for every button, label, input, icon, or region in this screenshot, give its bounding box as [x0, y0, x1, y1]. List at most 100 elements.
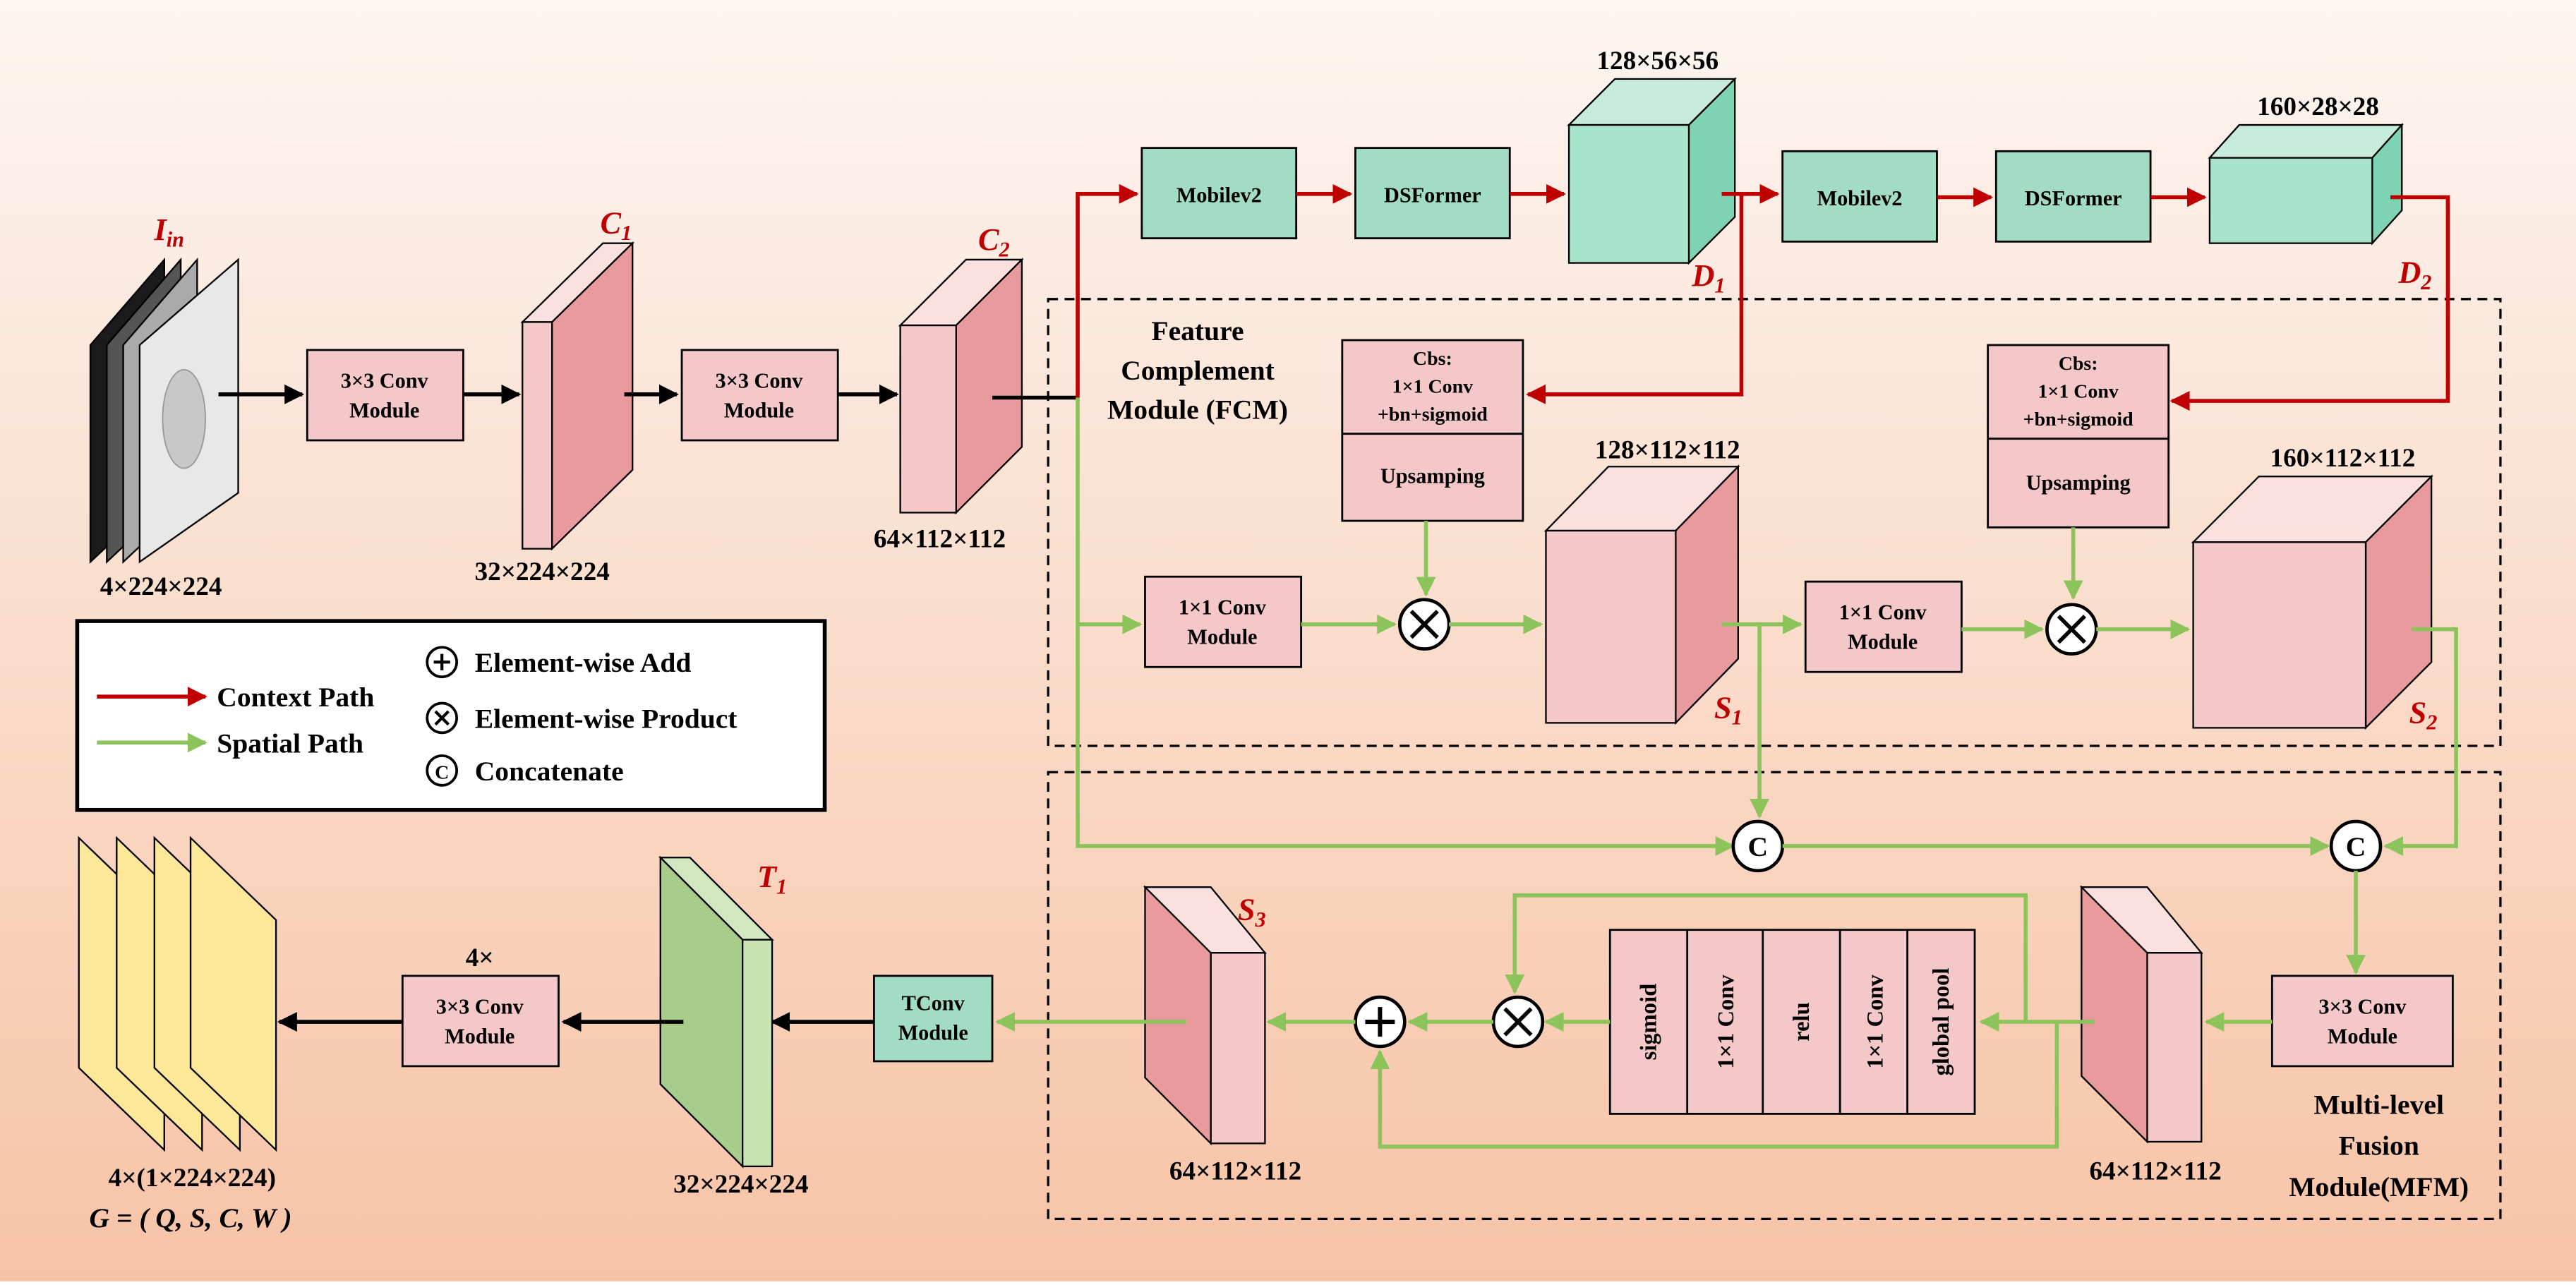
dim-t1: 32×224×224: [673, 1170, 808, 1199]
svg-text:Module(MFM): Module(MFM): [2289, 1171, 2469, 1202]
svg-text:1×1 Conv: 1×1 Conv: [2038, 380, 2118, 402]
svg-text:Module: Module: [349, 398, 419, 422]
conv1x1-module-1: 1×1 Conv Module: [1144, 575, 1303, 668]
legend: Context Path Spatial Path Element-wise A…: [75, 619, 827, 812]
svg-text:+bn+sigmoid: +bn+sigmoid: [1378, 404, 1488, 426]
cbs-block-2: Cbs: 1×1 Conv +bn+sigmoid Upsamping: [1987, 344, 2170, 529]
spatial-arrow-s2-to-concat2: [2383, 627, 2458, 856]
svg-text:Fusion: Fusion: [2338, 1130, 2419, 1162]
spatial-arrow-c2-to-concat1: [1076, 397, 1735, 856]
legend-concat-icon: [426, 754, 458, 787]
product-node-3: [1491, 995, 1545, 1049]
cbs-block-1: Cbs: 1×1 Conv +bn+sigmoid Upsamping: [1341, 339, 1524, 522]
feature-map-t1: [658, 855, 774, 1169]
svg-text:3×3 Conv: 3×3 Conv: [341, 369, 429, 393]
svg-text:Module: Module: [724, 398, 794, 422]
concat-node-1: C: [1731, 819, 1784, 873]
context-arrow-d1-to-cbs1: [1526, 193, 1744, 404]
label-iin: Iin: [154, 212, 184, 251]
svg-text:Cbs:: Cbs:: [1413, 348, 1452, 370]
svg-text:global pool: global pool: [1929, 968, 1954, 1076]
svg-text:+bn+sigmoid: +bn+sigmoid: [2023, 409, 2133, 430]
conv1x1-module-2: 1×1 Conv Module: [1804, 580, 1963, 673]
label-s3: S3: [1238, 893, 1266, 931]
svg-text:C: C: [2346, 831, 2366, 862]
dsformer-block-1: DSFormer: [1354, 147, 1511, 240]
svg-text:Feature: Feature: [1151, 315, 1244, 346]
svg-text:1×1 Conv: 1×1 Conv: [1839, 601, 1927, 625]
input-image-stack: [89, 257, 239, 564]
svg-text:Upsamping: Upsamping: [2026, 471, 2131, 495]
dim-output: 4×(1×224×224): [109, 1164, 276, 1193]
svg-text:1×1 Conv: 1×1 Conv: [1179, 596, 1267, 620]
dsformer-block-2: DSFormer: [1994, 150, 2152, 243]
mfm-conv-module: 3×3 Conv Module: [2270, 975, 2454, 1068]
dim-input: 4×224×224: [100, 572, 222, 601]
fcm-boundary: [1047, 298, 2502, 747]
svg-text:Module: Module: [445, 1024, 514, 1048]
legend-add-label: Element-wise Add: [475, 647, 692, 678]
label-c1: C1: [601, 206, 632, 245]
spatial-arrow-map-to-mul3: [1505, 893, 2028, 1022]
svg-text:Module (FCM): Module (FCM): [1107, 394, 1288, 426]
conv-module-1: 3×3 Conv Module: [306, 349, 464, 442]
svg-text:C: C: [435, 762, 449, 784]
label-s2: S2: [2409, 695, 2438, 734]
label-d1: D1: [1691, 258, 1725, 297]
ear-image: [162, 368, 206, 469]
svg-text:DSFormer: DSFormer: [1384, 183, 1481, 207]
svg-text:1×1 Conv: 1×1 Conv: [1392, 376, 1473, 398]
context-arrow-to-mobilev2-1: [1076, 183, 1139, 398]
feature-map-mfm: [2079, 885, 2203, 1144]
feature-map-s1: [1543, 464, 1740, 725]
svg-text:1×1 Conv: 1×1 Conv: [1863, 975, 1889, 1069]
mobilev2-block-1: Mobilev2: [1140, 147, 1298, 240]
svg-text:Mobilev2: Mobilev2: [1817, 186, 1903, 210]
svg-text:Upsamping: Upsamping: [1380, 464, 1485, 488]
svg-text:3×3 Conv: 3×3 Conv: [2318, 994, 2407, 1018]
dim-mfm: 64×112×112: [2089, 1157, 2221, 1186]
feature-map-c2: [898, 258, 1024, 515]
svg-text:Complement: Complement: [1121, 355, 1275, 386]
feature-map-s3: [1143, 885, 1267, 1146]
svg-text:3×3 Conv: 3×3 Conv: [436, 994, 524, 1018]
svg-text:relu: relu: [1789, 1002, 1814, 1042]
feature-map-s2: [2191, 474, 2433, 730]
feature-map-d1: [1567, 77, 1737, 265]
label-d2: D2: [2397, 255, 2431, 294]
dim-c1: 32×224×224: [474, 557, 609, 586]
svg-text:Module: Module: [1187, 625, 1257, 649]
feature-map-d2: [2208, 123, 2404, 246]
svg-text:DSFormer: DSFormer: [2025, 186, 2122, 210]
svg-text:Module: Module: [1848, 630, 1918, 654]
dim-d2: 160×28×28: [2257, 92, 2379, 121]
svg-text:Cbs:: Cbs:: [2059, 353, 2098, 375]
svg-text:TConv: TConv: [902, 991, 965, 1015]
svg-text:3×3 Conv: 3×3 Conv: [715, 369, 803, 393]
product-node-2: [2045, 603, 2098, 656]
output-conv-module: 3×3 Conv Module: [401, 975, 560, 1068]
concat-node-2: C: [2329, 819, 2383, 873]
output-formula: G = ( Q, S, C, W ): [89, 1202, 291, 1233]
conv-module-2: 3×3 Conv Module: [680, 349, 839, 442]
legend-product-label: Element-wise Product: [475, 703, 738, 734]
svg-text:Module: Module: [2328, 1024, 2397, 1048]
svg-text:sigmoid: sigmoid: [1636, 984, 1661, 1061]
mobilev2-block-2: Mobilev2: [1781, 150, 1938, 243]
svg-text:Mobilev2: Mobilev2: [1176, 183, 1262, 207]
context-arrow-d2-to-cbs2: [2169, 195, 2450, 411]
tconv-module: TConv Module: [872, 975, 994, 1063]
label-c2: C2: [978, 222, 1010, 261]
legend-concat-label: Concatenate: [475, 756, 624, 787]
product-node-1: [1397, 598, 1451, 651]
fcm-label: Feature Complement Module (FCM): [1107, 315, 1288, 426]
out-conv-prefix: 4×: [466, 943, 494, 972]
add-node: [1354, 995, 1407, 1049]
attention-block: sigmoid 1×1 Conv relu 1×1 Conv global po…: [1608, 929, 1976, 1115]
legend-context-label: Context Path: [217, 682, 374, 713]
dim-d1: 128×56×56: [1596, 47, 1719, 76]
dim-s2: 160×112×112: [2270, 444, 2416, 473]
legend-spatial-label: Spatial Path: [217, 728, 363, 759]
mfm-label: Multi-level Fusion Module(MFM): [2289, 1089, 2469, 1202]
